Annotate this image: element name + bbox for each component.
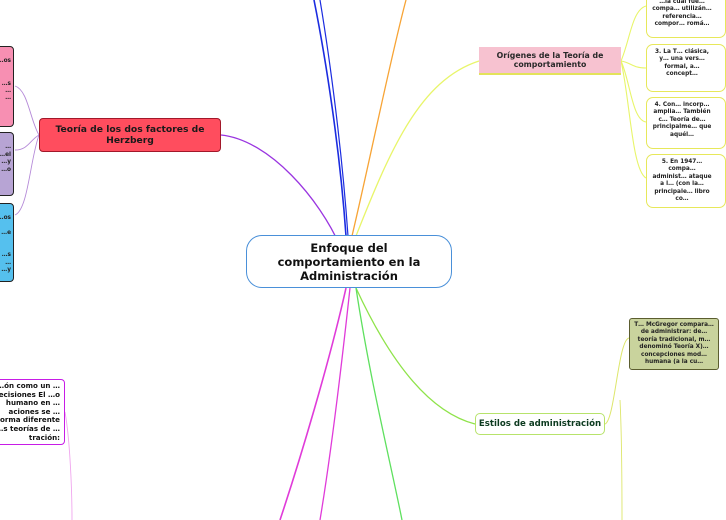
branch-decisiones[interactable]: …ón como un …ecisiones El …o humano en …… bbox=[0, 379, 65, 445]
herzberg-subtopic-2-text: … …el …y …o bbox=[0, 144, 11, 173]
connector-estilos-down bbox=[619, 399, 623, 520]
connector-decision bbox=[64, 411, 73, 520]
origenes-subtopic-2-text: …la cual fue… compa… utilizán… referenci… bbox=[652, 0, 712, 28]
herzberg-subtopic-1[interactable]: …os …s … … bbox=[0, 46, 14, 127]
connector-bottom-magenta-2 bbox=[319, 287, 351, 520]
connector-top-blue-2 bbox=[319, 0, 349, 237]
origenes-subtopic-3[interactable]: 3. La T… clásica, y… una vers… formal, a… bbox=[646, 44, 726, 92]
connector-origenes-fan bbox=[620, 5, 647, 179]
branch-origenes[interactable]: Orígenes de la Teoría de comportamiento bbox=[479, 47, 621, 75]
herzberg-subtopic-3[interactable]: …os …e …s … …y bbox=[0, 203, 14, 282]
origenes-subtopic-2[interactable]: …la cual fue… compa… utilizán… referenci… bbox=[646, 0, 726, 38]
connector-top-orange bbox=[351, 0, 407, 237]
connector-top-blue-1 bbox=[313, 0, 347, 237]
connector-bottom-green bbox=[355, 287, 403, 520]
estilos-subtopic-mcgregor-text: T… McGregor compara… de administrar: de…… bbox=[634, 322, 714, 366]
connector-lines bbox=[14, 0, 647, 520]
origenes-subtopic-3-text: 3. La T… clásica, y… una vers… formal, a… bbox=[655, 49, 709, 78]
herzberg-subtopic-1-text: …os …s … … bbox=[0, 58, 11, 102]
estilos-subtopic-mcgregor[interactable]: T… McGregor compara… de administrar: de…… bbox=[629, 318, 719, 370]
origenes-subtopic-5[interactable]: 5. En 1947… compa… administ… ataque a l…… bbox=[646, 154, 726, 208]
branch-estilos[interactable]: Estilos de administración bbox=[475, 413, 605, 435]
connector-herzberg bbox=[220, 134, 341, 247]
central-topic[interactable]: Enfoque del comportamiento en la Adminis… bbox=[246, 235, 452, 288]
connector-estilos-fan bbox=[604, 337, 630, 425]
origenes-subtopic-4[interactable]: 4. Con… incorp… amplia… También c… Teorí… bbox=[646, 97, 726, 149]
branch-decisiones-label: …ón como un …ecisiones El …o humano en …… bbox=[0, 381, 60, 442]
branch-estilos-label: Estilos de administración bbox=[478, 419, 602, 429]
herzberg-subtopic-2[interactable]: … …el …y …o bbox=[0, 132, 14, 196]
connector-origenes bbox=[355, 60, 480, 237]
central-topic-label: Enfoque del comportamiento en la Adminis… bbox=[277, 240, 421, 283]
origenes-subtopic-4-text: 4. Con… incorp… amplia… También c… Teorí… bbox=[652, 102, 712, 138]
origenes-subtopic-5-text: 5. En 1947… compa… administ… ataque a l…… bbox=[652, 159, 712, 203]
connector-bottom-magenta-1 bbox=[279, 287, 347, 520]
connector-herzberg-fan bbox=[14, 85, 40, 216]
branch-origenes-label: Orígenes de la Teoría de comportamiento bbox=[496, 50, 604, 70]
herzberg-subtopic-3-text: …os …e …s … …y bbox=[0, 215, 11, 274]
branch-herzberg[interactable]: Teoría de los dos factores de Herzberg bbox=[39, 118, 221, 152]
branch-herzberg-label: Teoría de los dos factores de Herzberg bbox=[55, 124, 205, 146]
connector-estilos bbox=[355, 287, 476, 425]
